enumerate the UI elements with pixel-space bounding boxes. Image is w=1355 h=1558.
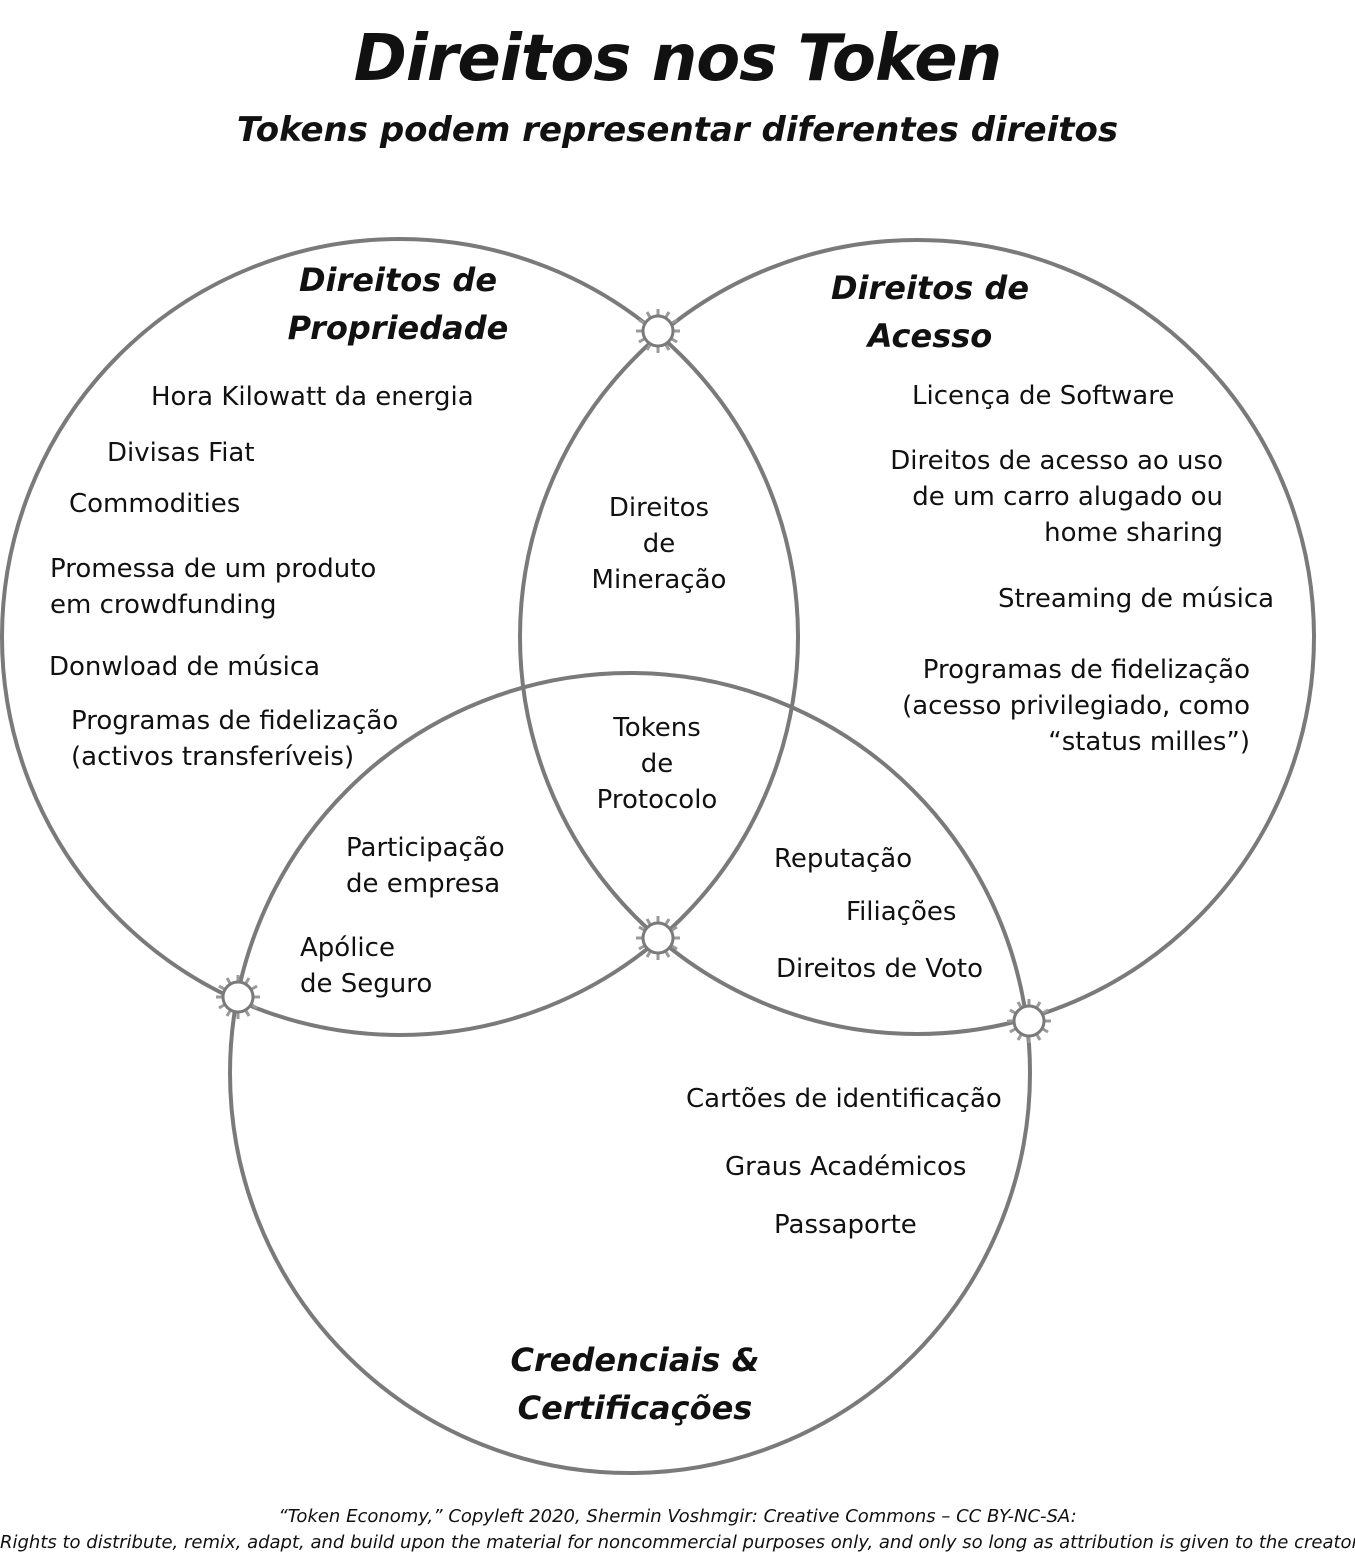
item-line: (acesso privilegiado, como — [902, 691, 1250, 721]
item-line: em crowdfunding — [50, 590, 277, 620]
item-memberships: Filiações — [846, 894, 956, 930]
item-line: “status milles”) — [1048, 727, 1250, 757]
item-passport: Passaporte — [774, 1207, 917, 1243]
category-line: Credenciais & — [510, 1341, 760, 1379]
item-music-streaming: Streaming de música — [998, 581, 1274, 617]
item-insurance-policy: Apólice de Seguro — [300, 930, 432, 1002]
item-crowdfunding: Promessa de um produto em crowdfunding — [50, 551, 376, 623]
item-line: Divisas Fiat — [107, 438, 255, 468]
item-line: Promessa de um produto — [50, 554, 377, 584]
item-line: Direitos — [608, 493, 710, 523]
item-line: Direitos de Voto — [776, 954, 984, 984]
item-loyalty-privileged: Programas de fidelização (acesso privile… — [880, 652, 1250, 760]
junction-gear-icon — [1007, 999, 1051, 1043]
access-rights-circle — [518, 238, 1316, 1036]
item-protocol-tokens: Tokens de Protocolo — [557, 710, 757, 818]
item-line: (activos transferíveis) — [71, 742, 355, 772]
item-software-license: Licença de Software — [912, 378, 1174, 414]
item-line: Hora Kilowatt da energia — [151, 382, 474, 412]
category-credentials: Credenciais & Certificações — [480, 1336, 790, 1432]
item-line: Reputação — [774, 844, 913, 874]
footer-line-1: “Token Economy,” Copyleft 2020, Shermin … — [278, 1506, 1077, 1527]
item-line: Passaporte — [774, 1210, 917, 1240]
page-title: Direitos nos Token — [353, 22, 1002, 96]
category-property-rights: Direitos de Propriedade — [248, 256, 548, 352]
item-line: Streaming de música — [998, 584, 1275, 614]
footer-line-2: Rights to distribute, remix, adapt, and … — [0, 1532, 1355, 1553]
item-line: Mineração — [591, 565, 727, 595]
item-line: Filiações — [846, 897, 957, 927]
item-music-download: Donwload de música — [49, 649, 320, 685]
junction-gear-icon — [216, 975, 260, 1019]
item-line: de — [640, 749, 674, 779]
item-line: Cartões de identificação — [686, 1084, 1002, 1114]
item-company-equity: Participação de empresa — [346, 830, 505, 902]
item-line: Programas de fidelização — [71, 706, 399, 736]
item-reputation: Reputação — [774, 841, 912, 877]
item-voting-rights: Direitos de Voto — [776, 951, 983, 987]
junction-gear-icon — [636, 309, 680, 353]
property-rights-circle — [0, 237, 800, 1037]
item-line: home sharing — [1044, 518, 1223, 548]
category-access-rights: Direitos de Acesso — [780, 264, 1080, 360]
item-line: Tokens — [613, 713, 701, 743]
item-line: Direitos de acesso ao uso — [890, 446, 1223, 476]
category-line: Direitos de — [830, 269, 1030, 307]
item-commodities: Commodities — [69, 486, 240, 522]
item-line: de — [642, 529, 676, 559]
category-line: Propriedade — [287, 309, 509, 347]
category-line: Certificações — [517, 1389, 753, 1427]
item-kilowatt-hour: Hora Kilowatt da energia — [151, 379, 474, 415]
item-loyalty-transferable: Programas de fidelização (activos transf… — [71, 703, 398, 775]
credentials-circle — [228, 671, 1032, 1475]
page-subtitle: Tokens podem representar diferentes dire… — [236, 110, 1119, 150]
item-line: Apólice — [300, 933, 395, 963]
item-line: de empresa — [346, 869, 501, 899]
item-line: Commodities — [69, 489, 241, 519]
item-line: Protocolo — [596, 785, 718, 815]
item-line: Donwload de música — [49, 652, 321, 682]
item-fiat-currency: Divisas Fiat — [107, 435, 255, 471]
item-line: de Seguro — [300, 969, 433, 999]
item-line: Participação — [346, 833, 505, 863]
item-mining-rights: Direitos de Mineração — [559, 490, 759, 598]
item-academic-degrees: Graus Académicos — [725, 1149, 966, 1185]
item-line: de um carro alugado ou — [912, 482, 1223, 512]
category-line: Acesso — [867, 317, 993, 355]
item-car-home-sharing: Direitos de acesso ao uso de um carro al… — [880, 443, 1223, 551]
item-line: Graus Académicos — [725, 1152, 967, 1182]
footer-credit: “Token Economy,” Copyleft 2020, Shermin … — [0, 1504, 1355, 1556]
item-line: Programas de fidelização — [922, 655, 1250, 685]
item-id-cards: Cartões de identificação — [686, 1081, 1002, 1117]
junction-gear-icon — [636, 916, 680, 960]
item-line: Licença de Software — [912, 381, 1175, 411]
category-line: Direitos de — [298, 261, 498, 299]
